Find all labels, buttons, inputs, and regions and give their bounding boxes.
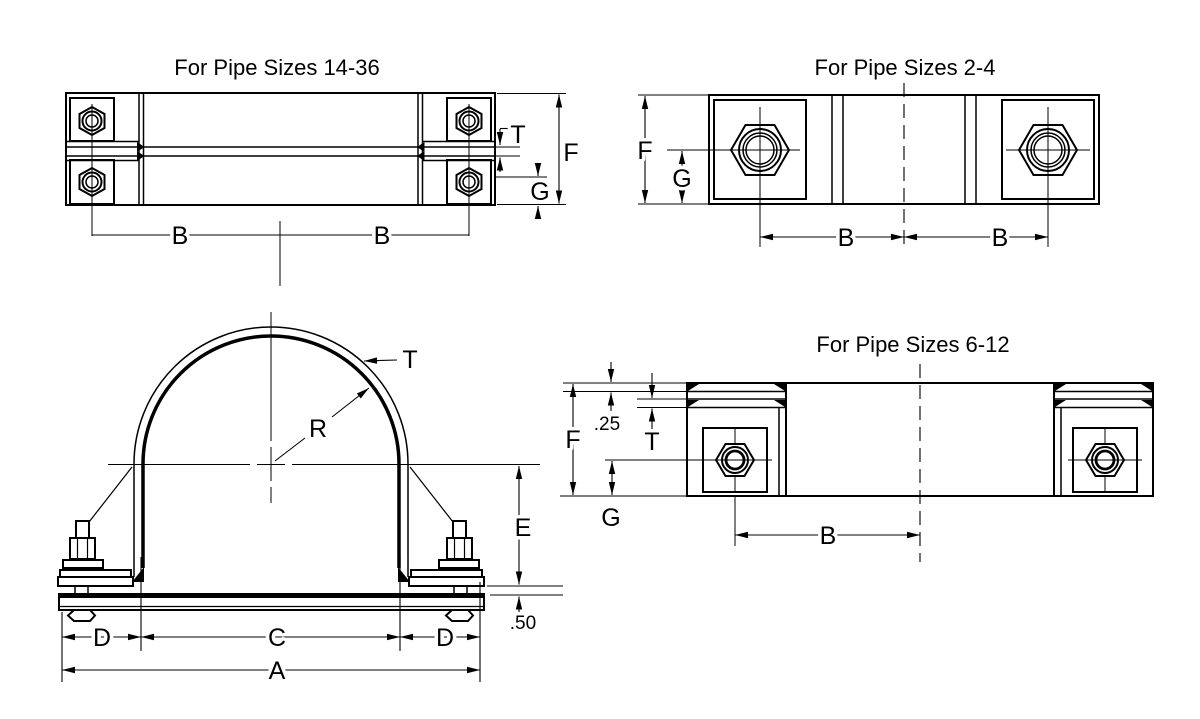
dim-t-saddle: T xyxy=(363,343,421,378)
junction-notch xyxy=(137,142,145,152)
bolt-stud xyxy=(452,520,467,539)
foot-plate xyxy=(57,576,134,587)
centerlines-14-36 xyxy=(91,104,470,286)
dim-t-6-12: T xyxy=(641,373,663,460)
dim-label-t: T xyxy=(402,346,417,374)
end-plate-right xyxy=(1053,382,1154,496)
title-pipe-2-4: For Pipe Sizes 2-4 xyxy=(815,55,996,80)
dims-dca: D C D A xyxy=(61,557,481,689)
extension-lines-6-12 xyxy=(560,382,686,497)
dim-label-c: C xyxy=(268,624,286,652)
dim-g-2-4: G xyxy=(669,151,695,203)
view-pipe-2-4: For Pipe Sizes 2-4 xyxy=(634,55,1100,256)
dim-b-14-36: B B xyxy=(92,219,469,254)
dim-label-f: F xyxy=(565,426,580,454)
clamp-band-outline xyxy=(65,92,496,206)
bolt-nut xyxy=(446,537,473,560)
dim-label-pad: .25 xyxy=(594,414,620,435)
bolt-stud xyxy=(75,520,90,539)
foot-plate xyxy=(408,576,485,587)
hex-nut xyxy=(667,107,800,247)
dim-label-e: E xyxy=(515,514,532,542)
dim-label-plate: .50 xyxy=(510,613,536,634)
dim-plate-thickness: .50 xyxy=(487,585,563,637)
bolt-shank xyxy=(74,585,89,595)
hex-nut-under xyxy=(66,609,97,622)
dim-pad-6-12: .25 xyxy=(591,362,623,438)
dim-label-b2: B xyxy=(992,224,1009,252)
dim-e: E xyxy=(511,466,535,585)
dim-label-r: R xyxy=(309,415,327,443)
dim-t-14-36: T xyxy=(495,118,529,172)
bolt-nut xyxy=(69,537,96,560)
dim-r: R xyxy=(274,387,370,462)
hex-nut-under xyxy=(444,609,475,622)
dim-label-b1: B xyxy=(838,224,855,252)
strap-junction-lines xyxy=(66,140,495,162)
dim-label-t: T xyxy=(644,428,659,456)
title-pipe-6-12: For Pipe Sizes 6-12 xyxy=(816,332,1009,357)
hex-nut xyxy=(1006,107,1090,247)
foot-plate xyxy=(410,569,483,578)
end-plate-left xyxy=(605,382,787,546)
dim-f-14-36: F xyxy=(497,92,582,206)
dim-label-a: A xyxy=(269,657,286,685)
dim-g-14-36: G xyxy=(495,163,553,219)
dim-f-2-4: F xyxy=(634,94,709,205)
dim-label-d1: D xyxy=(93,624,111,652)
dim-label-g: G xyxy=(601,504,620,532)
dim-label-d2: D xyxy=(436,624,454,652)
view-pipe-14-36: For Pipe Sizes 14-36 xyxy=(65,55,582,286)
dim-b-2-4: B B xyxy=(760,221,1048,256)
strap-foot xyxy=(398,567,410,582)
junction-notch xyxy=(417,151,425,161)
dim-label-t: T xyxy=(510,121,525,149)
title-pipe-14-36: For Pipe Sizes 14-36 xyxy=(174,55,379,80)
bolt-shank xyxy=(453,585,468,595)
dim-label-b2: B xyxy=(374,222,391,250)
dim-label-f: F xyxy=(637,137,652,165)
junction-notch xyxy=(137,151,145,161)
washer xyxy=(438,559,480,569)
dim-label-g: G xyxy=(672,165,691,193)
junction-notch xyxy=(417,142,425,152)
dim-label-f: F xyxy=(563,139,578,167)
band-seams xyxy=(831,95,977,204)
band-seams xyxy=(138,93,424,205)
dim-f-6-12: F xyxy=(562,384,584,495)
gussets xyxy=(88,466,454,523)
dim-label-g: G xyxy=(530,178,549,206)
dim-label-b1: B xyxy=(172,222,189,250)
dim-b-6-12: B xyxy=(735,519,920,554)
base-plate xyxy=(58,593,485,611)
centerlines-saddle xyxy=(108,312,540,503)
view-pipe-6-12: For Pipe Sizes 6-12 xyxy=(560,332,1154,562)
dim-label-b: B xyxy=(820,522,837,550)
view-saddle-front: R T E .50 D C xyxy=(57,312,563,689)
foot-plate xyxy=(59,569,132,578)
hex-nuts-14-36 xyxy=(78,105,483,198)
dim-g-6-12: G xyxy=(598,461,624,536)
washer xyxy=(62,559,104,569)
